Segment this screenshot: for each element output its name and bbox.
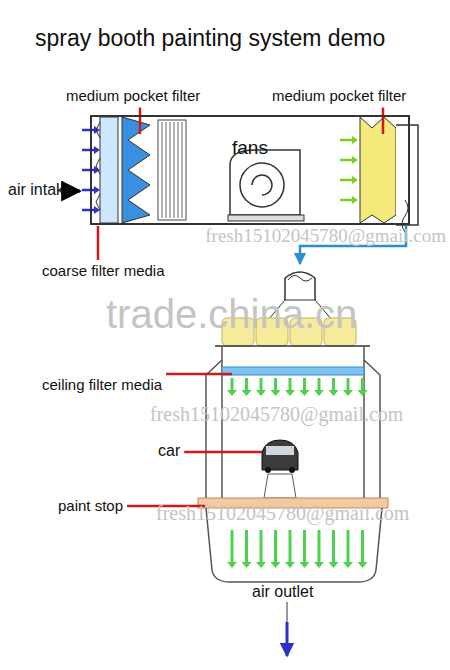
outlet-arrow	[286, 622, 289, 656]
leader-line	[97, 226, 100, 260]
intake-arrow	[77, 190, 80, 193]
watermark: fresh15102045780@gmail.com	[150, 403, 403, 425]
callout-label: ceiling filter media	[42, 377, 162, 394]
air-handling-unit	[82, 117, 418, 232]
callout-label: air intake	[8, 181, 73, 199]
pocket-filter	[360, 117, 396, 223]
leader-line	[184, 451, 262, 454]
outlet-plenum	[396, 125, 418, 225]
callout-label: air outlet	[252, 583, 313, 601]
coarse-filter	[100, 117, 118, 223]
pocket-filter	[122, 117, 150, 223]
ceiling-filter	[222, 367, 364, 375]
unit-box: fans	[90, 115, 410, 225]
leader-line	[382, 108, 385, 135]
watermark: fresh15102045780@gmail.com	[205, 226, 446, 247]
car-body	[262, 440, 298, 470]
callout-label: medium pocket filter	[66, 88, 200, 105]
node-label: fans	[232, 137, 268, 159]
title: spray booth painting system demo	[35, 26, 385, 51]
leader-line	[166, 373, 232, 376]
fan-housing	[230, 150, 300, 215]
watermark: fresh15102045780@gmail.com	[156, 502, 409, 524]
leader-line	[139, 108, 142, 135]
outlet-flow	[286, 602, 288, 622]
callout-label: car	[158, 442, 180, 460]
callout-label: coarse filter media	[42, 263, 165, 280]
coil	[158, 120, 186, 220]
watermark: trade.china.cn	[106, 292, 357, 336]
fan-wheel	[240, 163, 284, 207]
callout-label: medium pocket filter	[272, 88, 406, 105]
callout-label: paint stop	[58, 498, 123, 515]
